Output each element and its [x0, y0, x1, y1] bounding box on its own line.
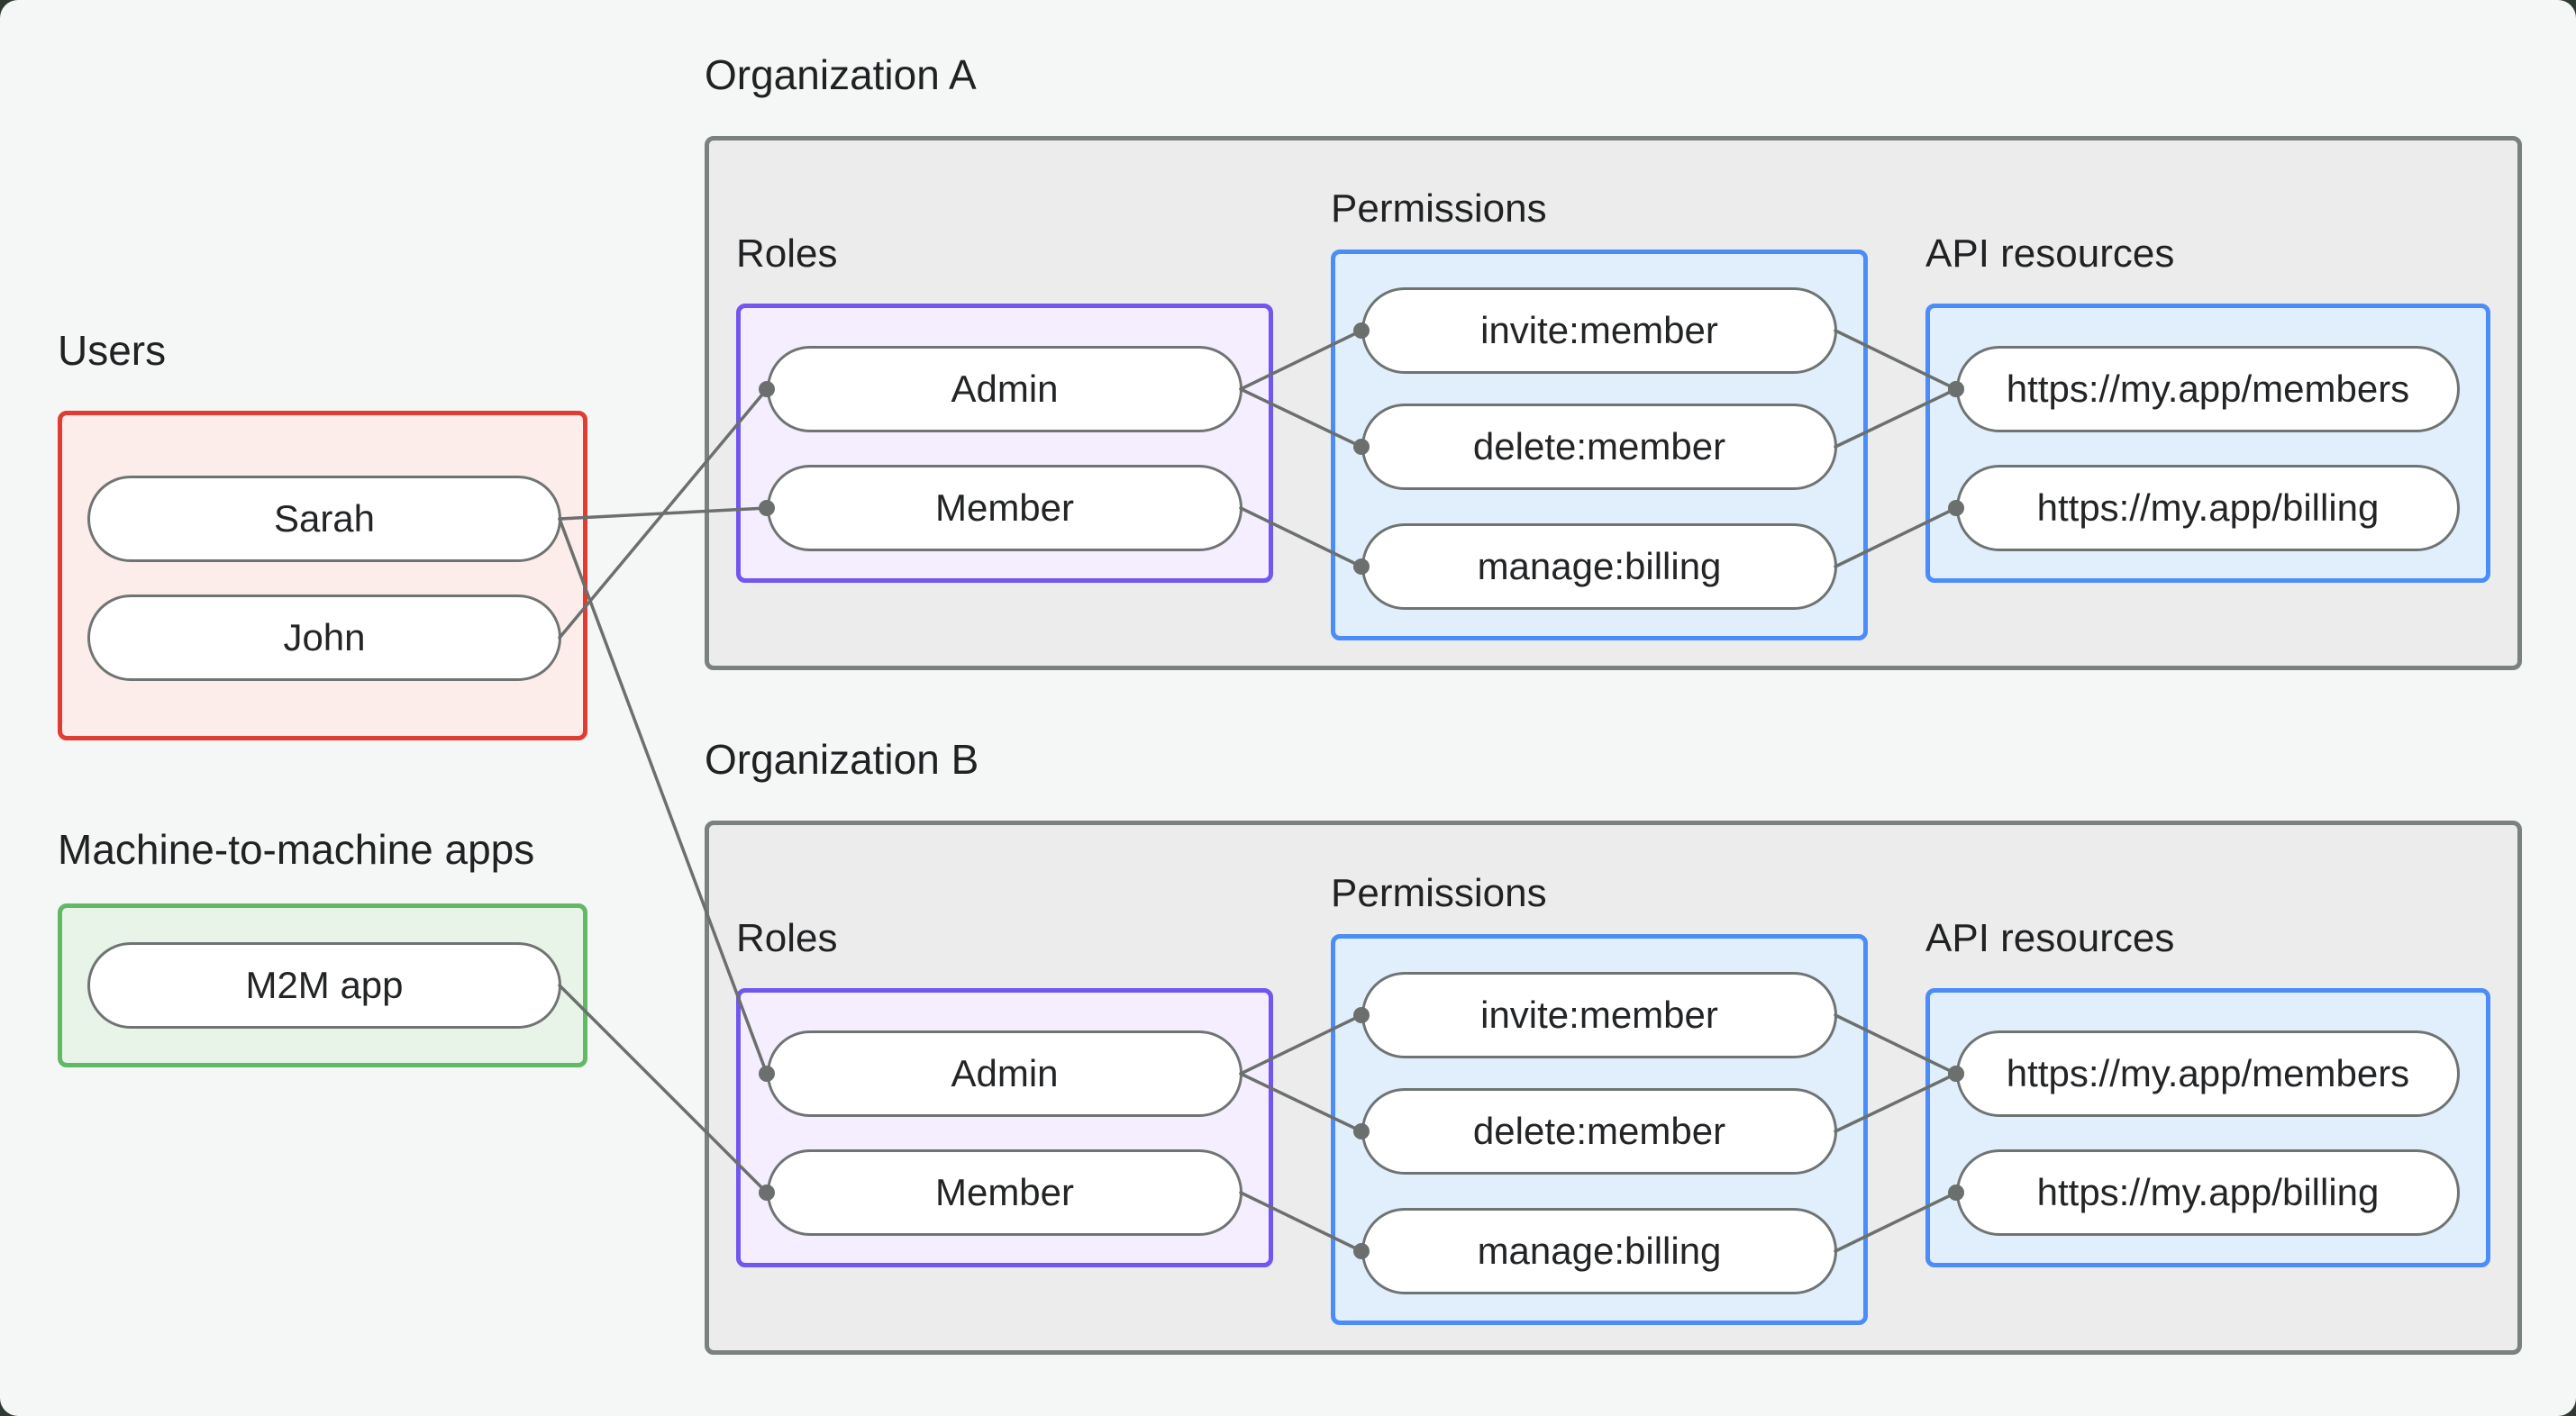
- node-label: https://my.app/members: [2006, 368, 2410, 410]
- node-label: Member: [934, 1171, 1075, 1213]
- node-label: https://my.app/billing: [2036, 486, 2380, 529]
- node-label: M2M app: [245, 964, 404, 1006]
- node-org-b-role-admin: Admin: [767, 1030, 1242, 1117]
- org-b-api-resources-label: API resources: [1925, 916, 2175, 960]
- node-org-a-role-admin: Admin: [767, 346, 1242, 432]
- node-user-john: John: [87, 595, 561, 681]
- node-label: invite:member: [1480, 994, 1718, 1036]
- node-org-a-role-member: Member: [767, 465, 1242, 551]
- node-user-sarah: Sarah: [87, 476, 561, 562]
- users-group-box: [58, 411, 587, 740]
- node-org-b-role-member: Member: [767, 1149, 1242, 1236]
- node-label: delete:member: [1472, 1110, 1726, 1152]
- node-label: delete:member: [1472, 425, 1726, 467]
- node-label: John: [283, 616, 366, 658]
- node-label: https://my.app/billing: [2036, 1171, 2380, 1213]
- node-org-a-api-members: https://my.app/members: [1956, 346, 2460, 432]
- node-org-b-api-members: https://my.app/members: [1956, 1030, 2460, 1117]
- org-a-roles-label: Roles: [736, 231, 838, 276]
- node-org-b-permission-delete-member: delete:member: [1361, 1088, 1837, 1175]
- org-b-roles-label: Roles: [736, 916, 838, 960]
- org-a-title: Organization A: [705, 51, 977, 98]
- node-org-b-permission-manage-billing: manage:billing: [1361, 1208, 1837, 1294]
- node-label: Admin: [951, 1052, 1059, 1094]
- node-org-a-permission-manage-billing: manage:billing: [1361, 523, 1837, 610]
- node-org-b-api-billing: https://my.app/billing: [1956, 1149, 2460, 1236]
- node-label: Sarah: [273, 497, 376, 540]
- org-a-api-resources-label: API resources: [1925, 231, 2175, 276]
- org-a-permissions-label: Permissions: [1331, 186, 1547, 231]
- node-label: invite:member: [1480, 309, 1718, 351]
- node-m2m-app: M2M app: [87, 942, 561, 1029]
- node-org-a-api-billing: https://my.app/billing: [1956, 465, 2460, 551]
- node-label: Member: [934, 486, 1075, 529]
- node-label: Admin: [951, 368, 1059, 410]
- node-org-a-permission-delete-member: delete:member: [1361, 404, 1837, 490]
- m2m-group-label: Machine-to-machine apps: [58, 826, 535, 873]
- node-label: https://my.app/members: [2006, 1052, 2410, 1094]
- node-org-a-permission-invite-member: invite:member: [1361, 287, 1837, 374]
- node-label: manage:billing: [1477, 545, 1722, 587]
- users-group-label: Users: [58, 327, 167, 374]
- node-org-b-permission-invite-member: invite:member: [1361, 972, 1837, 1058]
- node-label: manage:billing: [1477, 1230, 1722, 1272]
- org-b-permissions-label: Permissions: [1331, 871, 1547, 915]
- org-b-title: Organization B: [705, 736, 979, 783]
